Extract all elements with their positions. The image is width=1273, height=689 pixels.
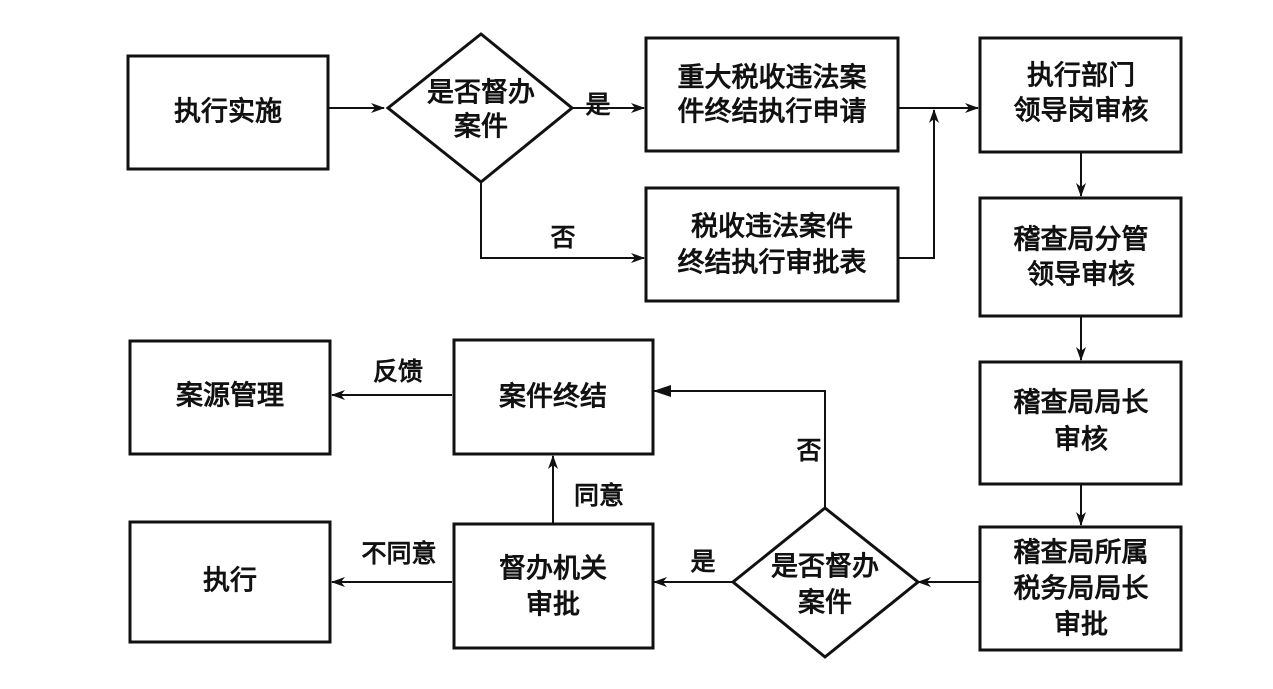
node-bureau-deputy-review-line1: 稽查局分管: [1014, 225, 1149, 256]
node-exec-dept-review-line1: 执行部门: [1027, 60, 1135, 92]
node-bureau-director-review-line1: 稽查局局长: [1014, 388, 1150, 419]
node-case-closure-label: 案件终结: [498, 381, 607, 413]
node-supervising-approval: 督办机关 审批: [452, 522, 655, 650]
label-yes-bottom: 是: [690, 547, 715, 576]
node-major-case-application-line1: 重大税收违法案: [678, 62, 868, 94]
node-tax-bureau-director-approval-line3: 审批: [1054, 609, 1108, 641]
decision-bottom-line1: 是否督办: [771, 552, 879, 583]
node-execute-label: 执行: [203, 565, 257, 597]
decision-bottom-line2: 案件: [797, 587, 852, 619]
label-yes-top: 是: [585, 90, 610, 119]
node-case-source-mgmt-label: 案源管理: [175, 380, 284, 412]
label-no-bottom: 否: [795, 436, 821, 465]
node-case-source-mgmt: 案源管理: [128, 339, 332, 456]
node-bureau-deputy-review-line2: 领导审核: [1027, 259, 1135, 291]
node-execute-implement: 执行实施: [126, 54, 330, 171]
edge-labels: 是 否 否 是 同意 不同意 反馈: [361, 90, 821, 576]
node-approval-form: 税收违法案件 终结执行审批表: [644, 186, 900, 303]
node-bureau-director-review-line2: 审核: [1054, 424, 1108, 456]
node-tax-bureau-director-approval: 稽查局所属 税务局局长 审批: [978, 525, 1183, 652]
edge-decision-no-to-form: [480, 182, 645, 263]
decision-top-line2: 案件: [453, 111, 508, 143]
node-major-case-application: 重大税收违法案 件终结执行申请: [644, 36, 900, 153]
node-approval-form-line2: 终结执行审批表: [678, 247, 867, 279]
decision-top: 是否督办 案件: [385, 32, 575, 184]
decision-top-line1: 是否督办: [427, 78, 535, 109]
node-supervising-approval-line1: 督办机关: [499, 554, 607, 585]
edge-form-to-junction: [898, 109, 939, 259]
label-agree: 同意: [574, 481, 624, 510]
node-tax-bureau-director-approval-line2: 税务局局长: [1014, 574, 1150, 605]
node-bureau-director-review: 稽查局局长 审核: [978, 360, 1183, 486]
node-tax-bureau-director-approval-line1: 稽查局所属: [1014, 538, 1149, 569]
label-no-top: 否: [549, 223, 575, 252]
decision-bottom: 是否督办 案件: [730, 506, 921, 659]
node-execute: 执行: [128, 520, 332, 644]
label-feedback: 反馈: [373, 357, 423, 386]
node-supervising-approval-line2: 审批: [526, 589, 580, 621]
node-case-closure: 案件终结: [452, 338, 655, 456]
label-disagree: 不同意: [361, 539, 436, 568]
node-approval-form-line1: 税收违法案件: [691, 211, 853, 243]
node-major-case-application-line2: 件终结执行申请: [678, 96, 867, 128]
node-execute-implement-label: 执行实施: [174, 96, 282, 128]
node-exec-dept-review-line2: 领导岗审核: [1014, 95, 1149, 127]
edge-decision-no-to-closure: [653, 385, 826, 508]
edges: [328, 103, 1086, 587]
node-exec-dept-review: 执行部门 领导岗审核: [978, 36, 1183, 154]
node-bureau-deputy-review: 稽查局分管 领导审核: [978, 196, 1183, 318]
